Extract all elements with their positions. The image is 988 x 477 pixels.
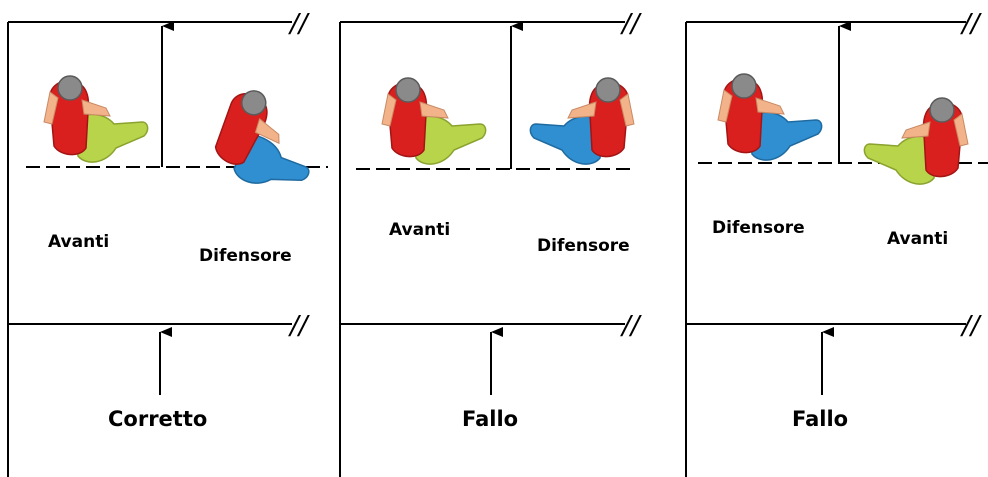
break-mark: // (960, 9, 983, 39)
player-label-left: Avanti (48, 232, 110, 252)
verdict-label: Fallo (462, 407, 519, 431)
panel-2: // // (339, 9, 643, 477)
break-mark: // (620, 311, 643, 341)
attacker-figure (863, 97, 969, 185)
defender-figure (529, 77, 635, 165)
break-mark: // (960, 311, 983, 341)
break-mark: // (288, 311, 311, 341)
defender-figure (717, 73, 823, 161)
attacker-figure (43, 75, 149, 163)
attacker-figure (381, 77, 487, 165)
player-label-left: Difensore (712, 218, 805, 238)
player-label-right: Difensore (537, 236, 630, 256)
break-mark: // (288, 9, 311, 39)
panel-1: // // (7, 9, 328, 477)
player-label-left: Avanti (389, 220, 451, 240)
player-label-right: Avanti (887, 229, 949, 249)
verdict-label: Corretto (108, 407, 208, 431)
player-label-right: Difensore (199, 246, 292, 266)
panel-3: // // (685, 9, 988, 477)
break-mark: // (620, 9, 643, 39)
defender-figure (214, 90, 310, 184)
verdict-label: Fallo (792, 407, 849, 431)
